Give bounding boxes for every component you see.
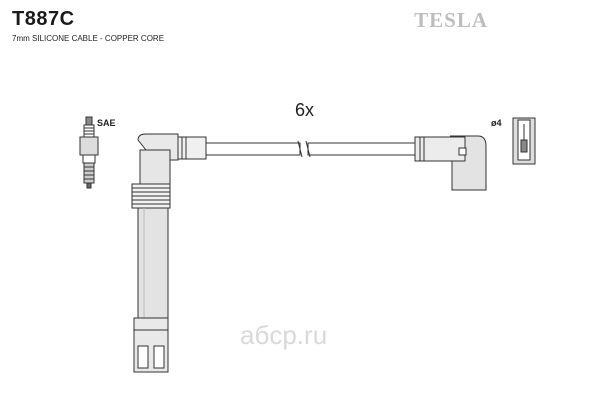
plug-boot-straight: [131, 133, 207, 373]
quantity-label: 6x: [295, 100, 315, 120]
plug-boot-angled: [414, 135, 487, 191]
watermark: aбcp.ru: [240, 320, 328, 350]
terminal-diameter-label: ø4: [491, 118, 502, 128]
plug-type-label: SAE: [97, 118, 116, 128]
terminal-connector-icon: [512, 117, 536, 165]
spark-plug-icon: [79, 116, 99, 189]
brand-logo: TESLA: [414, 8, 488, 32]
part-number: T887C: [12, 8, 75, 30]
cable-description: 7mm SILICONE CABLE - COPPER CORE: [12, 34, 165, 43]
cable-wire: [204, 140, 417, 158]
